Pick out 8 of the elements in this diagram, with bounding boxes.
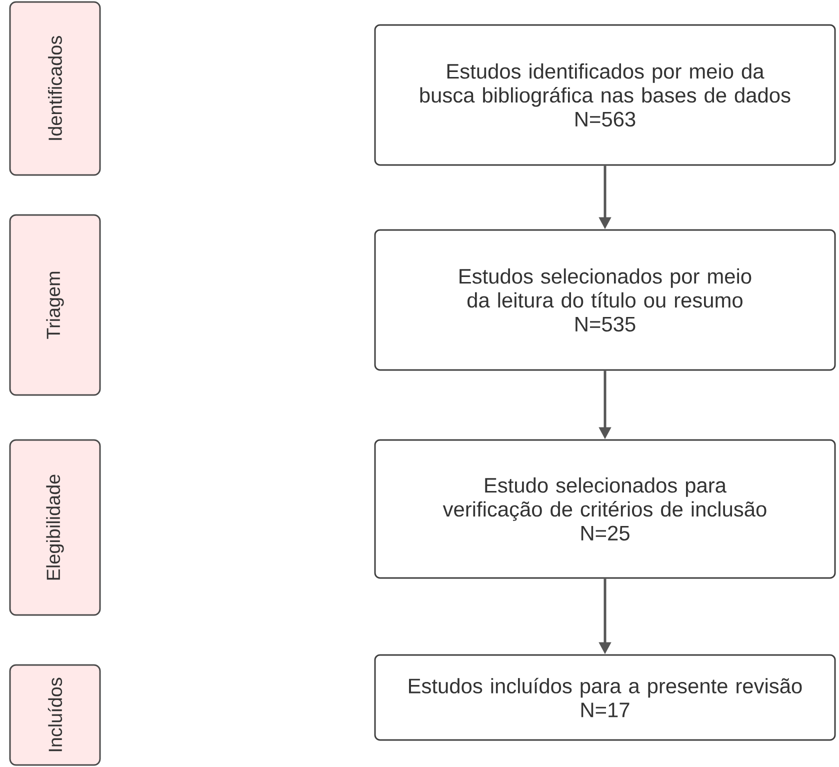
- process-box: Estudo selecionados para verificação de critérios de inclusão N=25: [374, 439, 836, 579]
- process-box: Estudos incluídos para a presente revisão N=17: [374, 654, 836, 741]
- process-box: Estudos selecionados por meio da leitura do título ou resumo N=535: [374, 229, 836, 371]
- stage-box: Triagem: [9, 214, 101, 396]
- stage-box: Elegibilidade: [9, 439, 101, 616]
- stage-box: Incluídos: [9, 664, 101, 766]
- stage-box: Identificados: [9, 1, 101, 176]
- process-box: Estudos identificados por meio da busca bibliográfica nas bases de dados N=563: [374, 24, 836, 166]
